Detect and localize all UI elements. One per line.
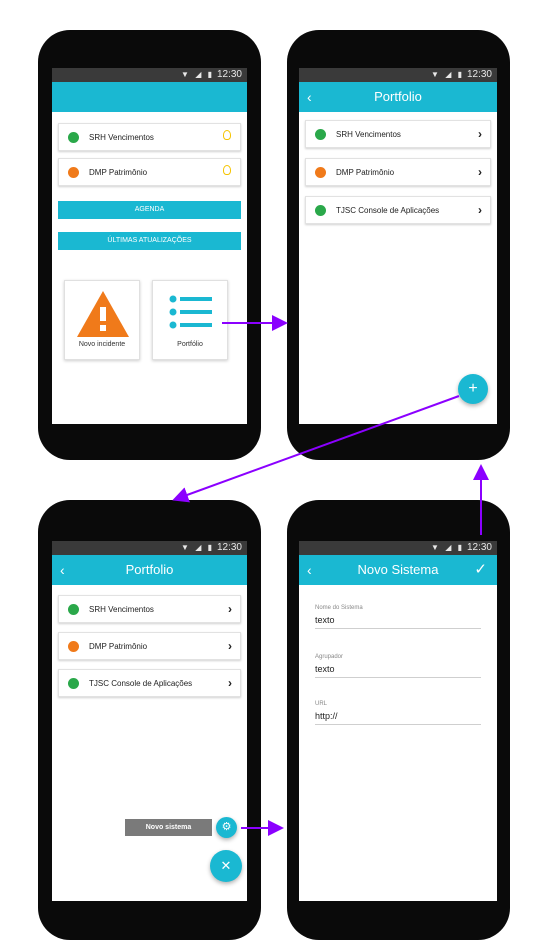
screen-portfolio: ▼ ◢ ▮12:30 ‹ Portfolio SRH Vencimentos ›… (299, 68, 497, 424)
status-bar: ▼ ◢ ▮12:30 (299, 68, 497, 82)
back-icon[interactable]: ‹ (307, 562, 312, 578)
globe-green-icon (315, 205, 326, 216)
system-name-field[interactable]: Nome do Sistema texto (315, 605, 481, 629)
list-item[interactable]: SRH Vencimentos › (305, 120, 491, 148)
page-title: Portfolio (374, 89, 422, 104)
tile-portfolio[interactable]: Portfólio (152, 280, 228, 360)
back-icon[interactable]: ‹ (307, 89, 312, 105)
arrow-fab-to-menu (172, 395, 460, 503)
new-system-mini-fab[interactable]: ⚙ (216, 817, 237, 838)
add-fab-button[interactable]: + (458, 374, 488, 404)
chevron-right-icon: › (478, 203, 482, 217)
chevron-right-icon: › (228, 676, 232, 690)
chevron-right-icon: › (478, 165, 482, 179)
list-item[interactable]: TJSC Console de Aplicações › (58, 669, 241, 697)
warning-icon (77, 291, 129, 337)
lightbulb-icon[interactable] (223, 165, 231, 175)
screen-portfolio-menu: ▼ ◢ ▮12:30 ‹ Portfolio SRH Vencimentos ›… (52, 541, 247, 901)
status-time: 12:30 (216, 542, 242, 553)
page-title: Novo Sistema (357, 562, 439, 577)
screen-new-system: ▼ ◢ ▮12:30 ‹ Novo Sistema ✓ Nome do Sist… (299, 541, 497, 901)
grouping-field[interactable]: Agrupador texto (315, 654, 481, 678)
updates-button[interactable]: ÚLTIMAS ATUALIZAÇÕES (58, 232, 241, 250)
phone-portfolio-menu: ▼ ◢ ▮12:30 ‹ Portfolio SRH Vencimentos ›… (38, 500, 261, 940)
field-label: Agrupador (315, 654, 344, 660)
field-label: URL (315, 701, 328, 707)
globe-green-icon (315, 129, 326, 140)
chevron-right-icon: › (228, 639, 232, 653)
item-label: TJSC Console de Aplicações (336, 206, 440, 215)
phone-home: ▼ ◢ ▮12:30 SRH Vencimentos DMP Patrimôni… (38, 30, 261, 460)
page-title: Portfolio (125, 562, 174, 577)
list-item[interactable]: DMP Patrimônio (58, 158, 241, 186)
item-label: SRH Vencimentos (89, 133, 154, 142)
status-time: 12:30 (466, 69, 492, 80)
globe-orange-icon (68, 167, 79, 178)
app-bar: ‹ Portfolio (299, 82, 497, 112)
list-item[interactable]: DMP Patrimônio › (58, 632, 241, 660)
field-value[interactable]: texto (315, 615, 335, 625)
field-value[interactable]: http:// (315, 711, 338, 721)
back-icon[interactable]: ‹ (60, 562, 65, 578)
settings-icon: ⚙ (221, 821, 232, 833)
signal-icons: ▼ ◢ ▮ (431, 543, 464, 552)
chevron-right-icon: › (228, 602, 232, 616)
item-label: DMP Patrimônio (89, 642, 148, 651)
signal-icons: ▼ ◢ ▮ (181, 543, 214, 552)
new-system-label[interactable]: Novo sistema (125, 819, 212, 836)
field-value[interactable]: texto (315, 664, 335, 674)
globe-green-icon (68, 132, 79, 143)
status-time: 12:30 (466, 542, 492, 553)
item-label: DMP Patrimônio (89, 168, 148, 177)
list-item[interactable]: DMP Patrimônio › (305, 158, 491, 186)
close-fab-button[interactable]: ✕ (210, 850, 242, 882)
screen-home: ▼ ◢ ▮12:30 SRH Vencimentos DMP Patrimôni… (52, 68, 247, 424)
agenda-button[interactable]: AGENDA (58, 201, 241, 219)
lightbulb-icon[interactable] (223, 130, 231, 140)
globe-green-icon (68, 678, 79, 689)
list-item[interactable]: SRH Vencimentos › (58, 595, 241, 623)
list-icon (169, 295, 212, 329)
globe-orange-icon (68, 641, 79, 652)
app-bar (52, 82, 247, 112)
signal-icons: ▼ ◢ ▮ (181, 70, 214, 79)
phone-new-system: ▼ ◢ ▮12:30 ‹ Novo Sistema ✓ Nome do Sist… (287, 500, 510, 940)
chevron-right-icon: › (478, 127, 482, 141)
item-label: DMP Patrimônio (336, 168, 395, 177)
status-bar: ▼ ◢ ▮12:30 (52, 541, 247, 555)
list-item[interactable]: TJSC Console de Aplicações › (305, 196, 491, 224)
signal-icons: ▼ ◢ ▮ (431, 70, 464, 79)
status-bar: ▼ ◢ ▮12:30 (52, 68, 247, 82)
plus-icon: + (468, 380, 478, 397)
globe-green-icon (68, 604, 79, 615)
status-time: 12:30 (216, 69, 242, 80)
item-label: SRH Vencimentos (336, 130, 401, 139)
close-icon: ✕ (220, 858, 232, 873)
item-label: TJSC Console de Aplicações (89, 679, 193, 688)
tile-new-incident[interactable]: Novo incidente (64, 280, 140, 360)
tile-label: Novo incidente (78, 341, 126, 348)
app-bar: ‹ Novo Sistema ✓ (299, 555, 497, 585)
list-item[interactable]: SRH Vencimentos (58, 123, 241, 151)
field-label: Nome do Sistema (315, 605, 363, 611)
item-label: SRH Vencimentos (89, 605, 154, 614)
phone-portfolio: ▼ ◢ ▮12:30 ‹ Portfolio SRH Vencimentos ›… (287, 30, 510, 460)
app-bar: ‹ Portfolio (52, 555, 247, 585)
url-field[interactable]: URL http:// (315, 701, 481, 725)
globe-orange-icon (315, 167, 326, 178)
check-icon[interactable]: ✓ (474, 561, 487, 578)
tile-label: Portfólio (177, 341, 203, 348)
status-bar: ▼ ◢ ▮12:30 (299, 541, 497, 555)
